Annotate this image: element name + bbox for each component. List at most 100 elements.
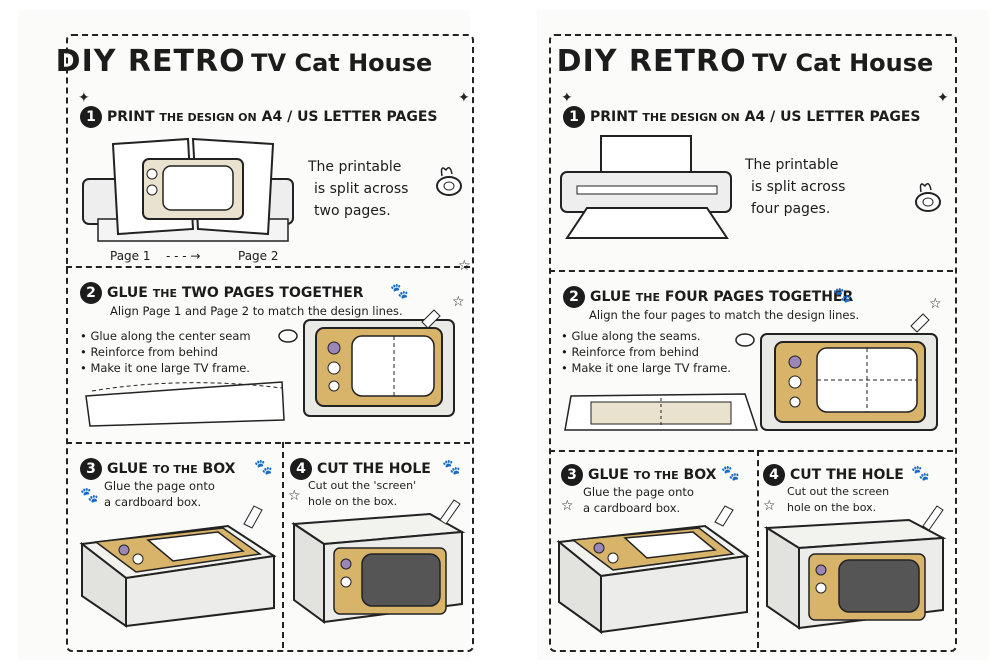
heading-bold: PRINT — [590, 109, 638, 125]
box-with-cut-hole-illustration — [763, 505, 947, 630]
heading-bold: CUT THE HOLE — [790, 467, 904, 483]
text-line: Glue the page onto — [583, 485, 694, 499]
heading-bold: GLUE — [107, 461, 148, 477]
star-icon: ☆ — [561, 498, 574, 514]
box-with-tv-frame-illustration — [79, 505, 277, 628]
divider — [549, 450, 953, 452]
paw-icon: 🐾 — [721, 464, 740, 482]
instruction-sheet-four-pages: DIY RETRO TV Cat House ✦ ✦ 1 PRINT THE DE… — [537, 10, 989, 660]
sparkle-icon: ✦ — [561, 90, 573, 106]
note-line: four pages. — [751, 201, 831, 217]
box-with-tv-frame-illustration — [556, 505, 750, 634]
divider — [549, 270, 953, 272]
bullet-item: Make it one large TV frame. — [561, 360, 730, 376]
heading-rest: THE — [635, 291, 660, 304]
arrow-right-icon: - - - → — [166, 249, 201, 263]
note-line: is split across — [314, 181, 409, 197]
bullet-item: Glue along the center seam — [80, 328, 250, 344]
step3-text: Glue the page onto a cardboard box. — [583, 484, 694, 516]
tape-roll-icon — [436, 167, 462, 196]
note-line: The printable — [745, 157, 839, 173]
paw-icon: 🐾 — [833, 286, 852, 304]
bullet-item: Glue along the seams. — [561, 328, 731, 344]
paw-icon: 🐾 — [254, 458, 273, 476]
printer-two-pages-illustration — [82, 137, 294, 242]
sheet-border — [549, 34, 957, 652]
heading-bold2: A4 / US LETTER PAGES — [744, 109, 921, 125]
step2-heading: 2 GLUE THE FOUR PAGES TOGETHER — [563, 286, 853, 308]
step-number: 3 — [561, 464, 583, 486]
heading-rest: THE DESIGN ON — [159, 111, 257, 124]
step2-subtitle: Align Page 1 and Page 2 to match the des… — [110, 304, 403, 318]
step2-bullets: Glue along the seams. Reinforce from beh… — [561, 328, 731, 376]
text-line: Glue the page onto — [104, 479, 215, 493]
text-line: Cut out the screen — [787, 485, 890, 498]
step4-heading: 4 CUT THE HOLE — [763, 464, 904, 486]
step-number: 2 — [80, 282, 102, 304]
sparkle-icon: ✦ — [78, 90, 90, 106]
step1-heading: 1 PRINT THE DESIGN ON A4 / US LETTER PAGE… — [80, 106, 437, 128]
heading-bold: PRINT — [107, 109, 155, 125]
heading-bold: CUT THE HOLE — [317, 461, 431, 477]
step3-text: Glue the page onto a cardboard box. — [104, 478, 215, 510]
glued-four-page-frame-illustration — [564, 313, 938, 431]
box-with-cut-hole-illustration — [291, 499, 466, 624]
tape-roll-icon — [915, 183, 941, 212]
step2-heading: 2 GLUE THE TWO PAGES TOGETHER — [80, 282, 364, 304]
step-number: 3 — [80, 458, 102, 480]
divider — [66, 442, 470, 444]
step-number: 4 — [763, 464, 785, 486]
step2-subtitle: Align the four pages to match the design… — [589, 308, 860, 322]
title-cat-house: TV Cat House — [752, 49, 934, 77]
paw-icon: 🐾 — [442, 458, 461, 476]
heading-bold: GLUE — [107, 285, 148, 301]
text-line: hole on the box. — [787, 501, 877, 514]
title-cat-house: TV Cat House — [251, 49, 433, 77]
step4-text: Cut out the 'screen' hole on the box. — [308, 478, 416, 510]
star-icon: ☆ — [452, 294, 465, 310]
star-icon: ☆ — [288, 488, 301, 504]
instruction-sheet-two-pages: DIY RETRO TV Cat House ✦ ✦ 1 PRINT THE DE… — [18, 10, 474, 660]
heading-bold2: TWO PAGES TOGETHER — [181, 285, 364, 301]
step-number: 1 — [80, 106, 102, 128]
step1-note: The printable is split across two pages. — [308, 156, 408, 222]
step1-heading: 1 PRINT THE DESIGN ON A4 / US LETTER PAGE… — [563, 106, 920, 128]
sheet-border — [66, 34, 474, 652]
heading-rest: THE DESIGN ON — [642, 111, 740, 124]
page-title: DIY RETRO TV Cat House — [18, 44, 470, 79]
text-line: hole on the box. — [308, 495, 398, 508]
glued-tv-frame-illustration — [85, 309, 455, 427]
divider — [282, 442, 284, 648]
step-number: 1 — [563, 106, 585, 128]
sparkle-icon: ✦ — [458, 90, 470, 106]
heading-bold2: BOX — [683, 467, 717, 483]
star-icon: ☆ — [763, 498, 776, 514]
printer-blank-page-illustration — [560, 135, 732, 239]
bullet-item: Reinforce from behind — [561, 344, 731, 360]
bullet-item: Reinforce from behind — [80, 344, 251, 360]
step4-text: Cut out the screen hole on the box. — [787, 484, 889, 516]
step-number: 4 — [290, 458, 312, 480]
title-retro: DIY RETRO — [556, 44, 747, 79]
text-line: a cardboard box. — [104, 495, 202, 509]
paw-icon: 🐾 — [80, 486, 99, 504]
step2-bullets: Glue along the center seam Reinforce fro… — [80, 328, 251, 376]
divider — [66, 266, 470, 268]
page-title: DIY RETRO TV Cat House — [519, 44, 971, 79]
heading-bold: GLUE — [590, 289, 631, 305]
heading-rest: TO THE — [633, 469, 679, 482]
heading-rest: TO THE — [152, 463, 198, 476]
step-number: 2 — [563, 286, 585, 308]
heading-rest: THE — [152, 287, 177, 300]
star-icon: ☆ — [458, 258, 471, 274]
divider — [757, 450, 759, 648]
note-line: The printable — [308, 159, 402, 175]
bullet-item: Make it one large TV frame. — [80, 360, 251, 376]
sparkle-icon: ✦ — [937, 90, 949, 106]
heading-bold2: BOX — [202, 461, 236, 477]
heading-bold2: A4 / US LETTER PAGES — [261, 109, 438, 125]
text-line: a cardboard box. — [583, 501, 681, 515]
page2-label: Page 2 — [238, 249, 279, 263]
star-icon: ☆ — [929, 296, 942, 312]
heading-bold2: FOUR PAGES TOGETHER — [664, 289, 854, 305]
